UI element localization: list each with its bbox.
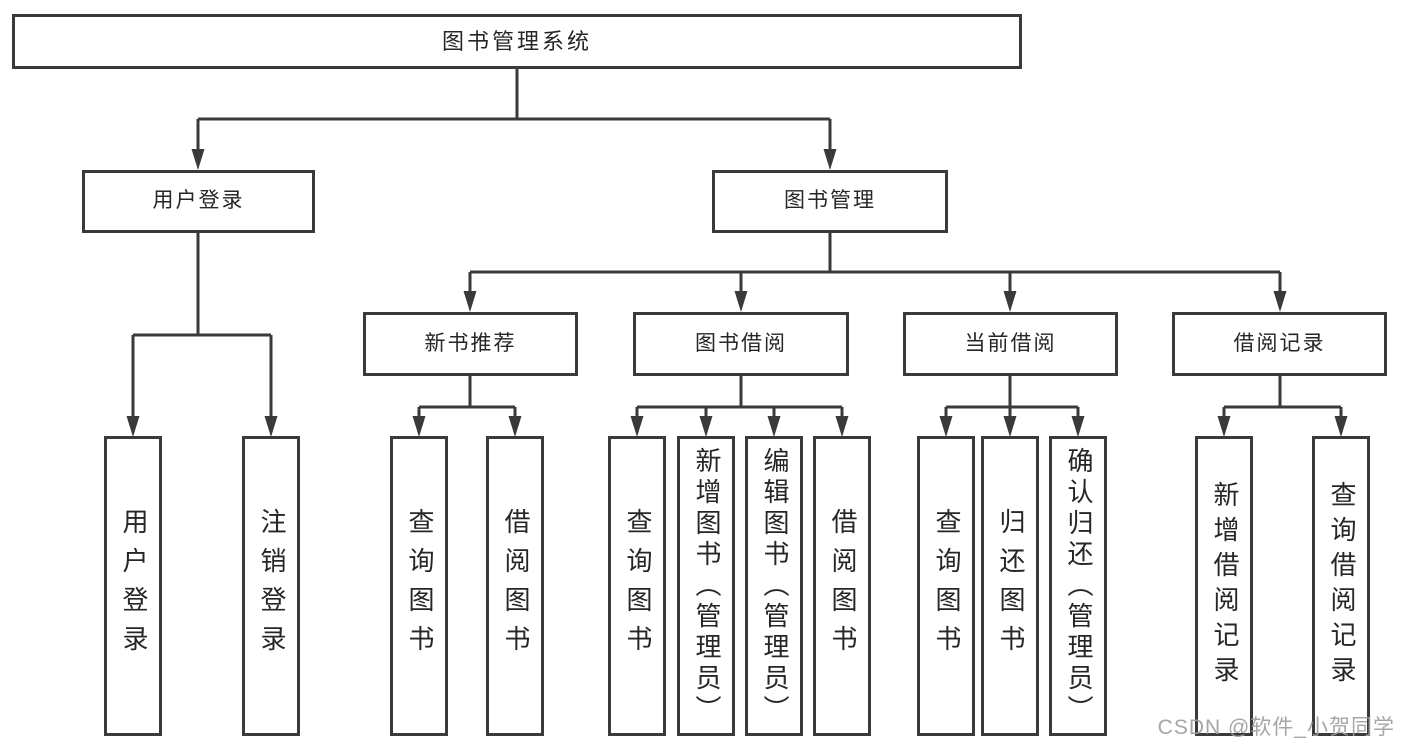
arrowhead-icon: [1217, 416, 1231, 437]
node-library-management-system: 图书管理系统: [12, 14, 1022, 69]
arrowhead-icon: [630, 416, 644, 437]
node-leaf-edit-book-admin: 编辑图书（管理员）: [745, 436, 803, 736]
node-book-management: 图书管理: [712, 170, 948, 233]
arrowhead-icon: [1334, 416, 1348, 437]
arrowhead-icon: [412, 416, 426, 437]
node-user-login: 用户登录: [82, 170, 315, 233]
node-book-borrowing: 图书借阅: [633, 312, 849, 376]
arrowhead-icon: [767, 416, 781, 437]
arrowhead-icon: [264, 416, 278, 437]
node-leaf-add-borrow-record: 新增借阅记录: [1195, 436, 1253, 736]
arrowhead-icon: [463, 291, 477, 312]
connector-new-book-recommendation-to-leaves: [412, 376, 522, 437]
connector-book-management-to-level3: [463, 233, 1287, 312]
node-leaf-query-borrow-record: 查询借阅记录: [1312, 436, 1370, 736]
arrowhead-icon: [1003, 291, 1017, 312]
arrowhead-icon: [191, 149, 205, 170]
node-leaf-query-books-recommend: 查询图书: [390, 436, 448, 736]
arrowhead-icon: [1003, 416, 1017, 437]
node-leaf-logout: 注销登录: [242, 436, 300, 736]
connector-book-borrowing-to-leaves: [630, 376, 849, 437]
connector-borrowing-records-to-leaves: [1217, 376, 1348, 437]
node-current-borrowing: 当前借阅: [903, 312, 1118, 376]
arrowhead-icon: [1071, 416, 1085, 437]
arrowhead-icon: [699, 416, 713, 437]
node-leaf-confirm-return-admin: 确认归还（管理员）: [1049, 436, 1107, 736]
node-leaf-add-book-admin: 新增图书（管理员）: [677, 436, 735, 736]
csdn-watermark: CSDN @软件_小贺同学: [1157, 716, 1395, 739]
node-leaf-borrow-books-recommend: 借阅图书: [486, 436, 544, 736]
arrowhead-icon: [939, 416, 953, 437]
node-leaf-query-books-current: 查询图书: [917, 436, 975, 736]
connector-current-borrowing-to-leaves: [939, 376, 1085, 437]
arrowhead-icon: [126, 416, 140, 437]
connector-user-login-to-leaves: [126, 233, 278, 437]
arrowhead-icon: [835, 416, 849, 437]
node-leaf-user-login: 用户登录: [104, 436, 162, 736]
arrowhead-icon: [734, 291, 748, 312]
arrowhead-icon: [823, 149, 837, 170]
node-leaf-return-book: 归还图书: [981, 436, 1039, 736]
node-new-book-recommendation: 新书推荐: [363, 312, 578, 376]
connector-root-to-level2: [191, 69, 837, 170]
arrowhead-icon: [1273, 291, 1287, 312]
node-leaf-query-books-borrowing: 查询图书: [608, 436, 666, 736]
node-leaf-borrow-books: 借阅图书: [813, 436, 871, 736]
arrowhead-icon: [508, 416, 522, 437]
node-borrowing-records: 借阅记录: [1172, 312, 1387, 376]
